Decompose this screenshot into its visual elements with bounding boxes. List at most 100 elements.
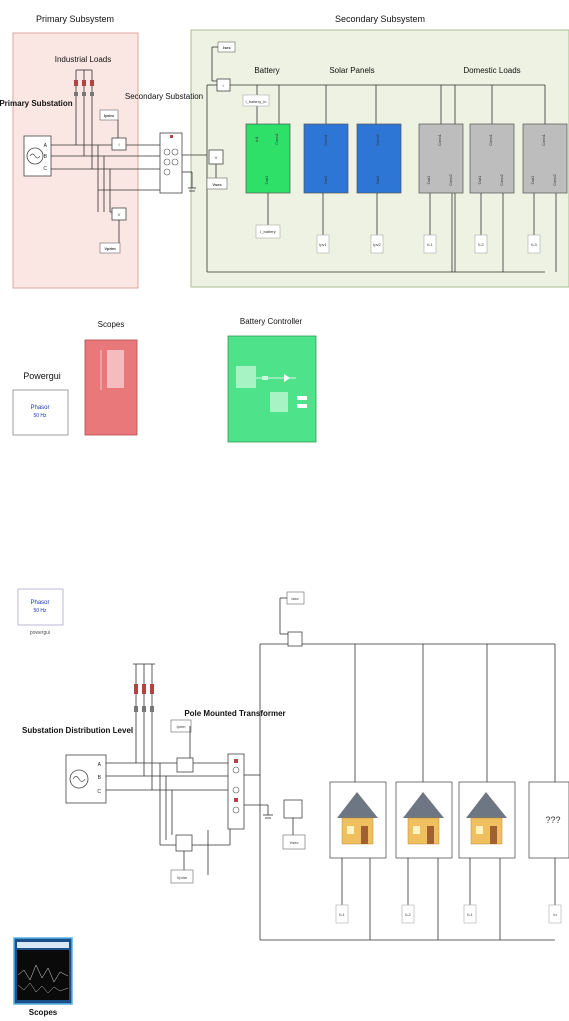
scopes-label: Scopes — [98, 320, 125, 329]
ipv2-tag[interactable]: Ipv2 — [371, 235, 383, 253]
svg-text:Ipv1: Ipv1 — [319, 242, 327, 247]
three-phase-source-bottom[interactable]: A B C — [66, 755, 106, 803]
unknown-load-block[interactable]: ??? — [529, 644, 569, 905]
svg-text:Iprim: Iprim — [177, 724, 187, 729]
secondary-substation-label: Secondary Substation — [125, 92, 203, 101]
svg-text:Out1: Out1 — [264, 175, 269, 184]
svg-text:Phasor: Phasor — [30, 600, 49, 606]
svg-text:Conn1: Conn1 — [437, 133, 442, 146]
powergui-caption: powergui — [30, 630, 50, 636]
il2-tag-bottom[interactable]: IL2 — [402, 905, 414, 923]
industrial-load-block-bottom[interactable] — [133, 664, 155, 740]
primary-voltage-measurement-bottom[interactable] — [176, 835, 192, 851]
secondary-subsystem-title: Secondary Subsystem — [335, 14, 425, 24]
iprim-tag[interactable]: Iprim — [100, 110, 118, 120]
pole-mounted-transformer-label: Pole Mounted Transformer — [184, 709, 285, 718]
svg-text:IL3: IL3 — [531, 242, 537, 247]
vprim-tag[interactable]: Vprim — [100, 243, 120, 253]
solar-panels-label: Solar Panels — [329, 66, 374, 75]
secondary-voltage-measurement[interactable]: V — [209, 150, 223, 164]
powergui-label: Powergui — [23, 371, 61, 381]
svg-text:Out1: Out1 — [426, 175, 431, 184]
battery-in-tag[interactable]: I_battery_in — [243, 95, 269, 106]
il1-tag-bottom[interactable]: IL1 — [336, 905, 348, 923]
primary-current-measurement[interactable]: I — [112, 138, 126, 150]
battery-out-tag[interactable]: I_battery — [256, 225, 280, 238]
scopes-label-bottom: Scopes — [29, 1008, 58, 1017]
svg-text:Conn2: Conn2 — [499, 173, 504, 186]
domestic-load-1-block[interactable]: Conn1 Out1 Conn2 — [419, 124, 463, 193]
house-load-2[interactable] — [396, 644, 452, 940]
iprim-tag-bottom[interactable]: Iprim — [171, 720, 191, 732]
svg-text:I: I — [118, 142, 119, 147]
il1-tag[interactable]: IL1 — [424, 235, 436, 253]
svg-text:Conn1: Conn1 — [323, 133, 328, 146]
svg-text:Conn2: Conn2 — [448, 173, 453, 186]
battery-controller-label: Battery Controller — [240, 317, 303, 326]
svg-text:Phasor: Phasor — [30, 405, 49, 411]
il2-tag[interactable]: IL2 — [475, 235, 487, 253]
pole-mounted-transformer[interactable] — [228, 754, 244, 829]
svg-text:IL1: IL1 — [467, 912, 473, 917]
vsec-tag-bottom[interactable]: Vsec — [283, 835, 305, 849]
svg-text:C: C — [43, 166, 47, 172]
domestic-load-2-block[interactable]: Conn1 Out1 Conn2 — [470, 124, 514, 193]
svg-text:I_battery: I_battery — [260, 229, 276, 234]
primary-substation-label: Primary Substation — [0, 99, 73, 108]
scopes-block-bottom[interactable] — [14, 938, 72, 1004]
battery-block[interactable]: In1 Conn1 Out1 — [246, 124, 290, 193]
svg-text:V: V — [215, 155, 218, 160]
ipv1-tag[interactable]: Ipv1 — [317, 235, 329, 253]
svg-text:C: C — [97, 789, 101, 795]
domestic-load-3-block[interactable]: Conn1 Out1 Conn2 — [523, 124, 567, 193]
svg-text:Conn1: Conn1 — [488, 133, 493, 146]
scopes-subsystem-block[interactable] — [85, 340, 137, 435]
svg-text:Conn1: Conn1 — [274, 132, 279, 145]
primary-subsystem-title: Primary Subsystem — [36, 14, 114, 24]
svg-text:Out1: Out1 — [477, 175, 482, 184]
svg-text:Iprim: Iprim — [104, 113, 114, 118]
iu-tag-bottom[interactable]: Iu — [549, 905, 561, 923]
secondary-current-measurement-bottom[interactable] — [288, 632, 302, 646]
three-phase-source[interactable]: A B C — [24, 136, 51, 176]
il3-tag[interactable]: IL3 — [528, 235, 540, 253]
svg-text:Vprim: Vprim — [177, 875, 188, 880]
house-load-1[interactable] — [330, 644, 386, 940]
isec-tag-bottom[interactable]: Isec — [287, 592, 304, 604]
svg-text:I: I — [222, 83, 223, 88]
svg-text:V: V — [118, 212, 121, 217]
powergui-block-bottom[interactable]: Phasor 50 Hz — [18, 589, 63, 625]
svg-text:50 Hz: 50 Hz — [33, 413, 47, 419]
powergui-block[interactable]: Phasor 50 Hz — [13, 390, 68, 435]
primary-current-measurement-bottom[interactable] — [177, 758, 193, 772]
svg-text:Vsec: Vsec — [212, 182, 222, 187]
solar-panel-2-block[interactable]: Conn2 Out1 — [357, 124, 401, 193]
svg-text:???: ??? — [545, 815, 560, 825]
svg-text:Vprim: Vprim — [104, 246, 116, 251]
svg-text:Vsec: Vsec — [290, 840, 299, 845]
isec-tag[interactable]: Isec — [218, 42, 235, 52]
battery-controller-block[interactable] — [228, 336, 316, 442]
secondary-substation-transformer[interactable] — [160, 133, 182, 193]
svg-text:Iu: Iu — [553, 912, 556, 917]
svg-text:50 Hz: 50 Hz — [33, 608, 47, 614]
solar-panel-1-block[interactable]: Conn1 Out1 — [304, 124, 348, 193]
svg-text:In1: In1 — [254, 135, 259, 141]
house-load-3[interactable] — [459, 644, 515, 940]
svg-text:IL1: IL1 — [339, 912, 345, 917]
svg-text:Out1: Out1 — [323, 175, 328, 184]
svg-text:Isec: Isec — [223, 45, 232, 50]
secondary-current-measurement[interactable]: I — [217, 79, 230, 91]
vsec-tag[interactable]: Vsec — [207, 178, 227, 189]
svg-text:Out1: Out1 — [530, 175, 535, 184]
primary-voltage-measurement[interactable]: V — [112, 208, 126, 220]
svg-text:Conn2: Conn2 — [375, 133, 380, 146]
substation-distribution-label: Substation Distribution Level — [22, 726, 133, 735]
il3-tag-bottom[interactable]: IL1 — [464, 905, 476, 923]
industrial-loads-label: Industrial Loads — [55, 55, 111, 64]
vprim-tag-bottom[interactable]: Vprim — [171, 870, 193, 883]
svg-text:Conn1: Conn1 — [541, 133, 546, 146]
secondary-voltage-measurement-bottom[interactable] — [284, 800, 302, 818]
svg-text:Conn2: Conn2 — [552, 173, 557, 186]
